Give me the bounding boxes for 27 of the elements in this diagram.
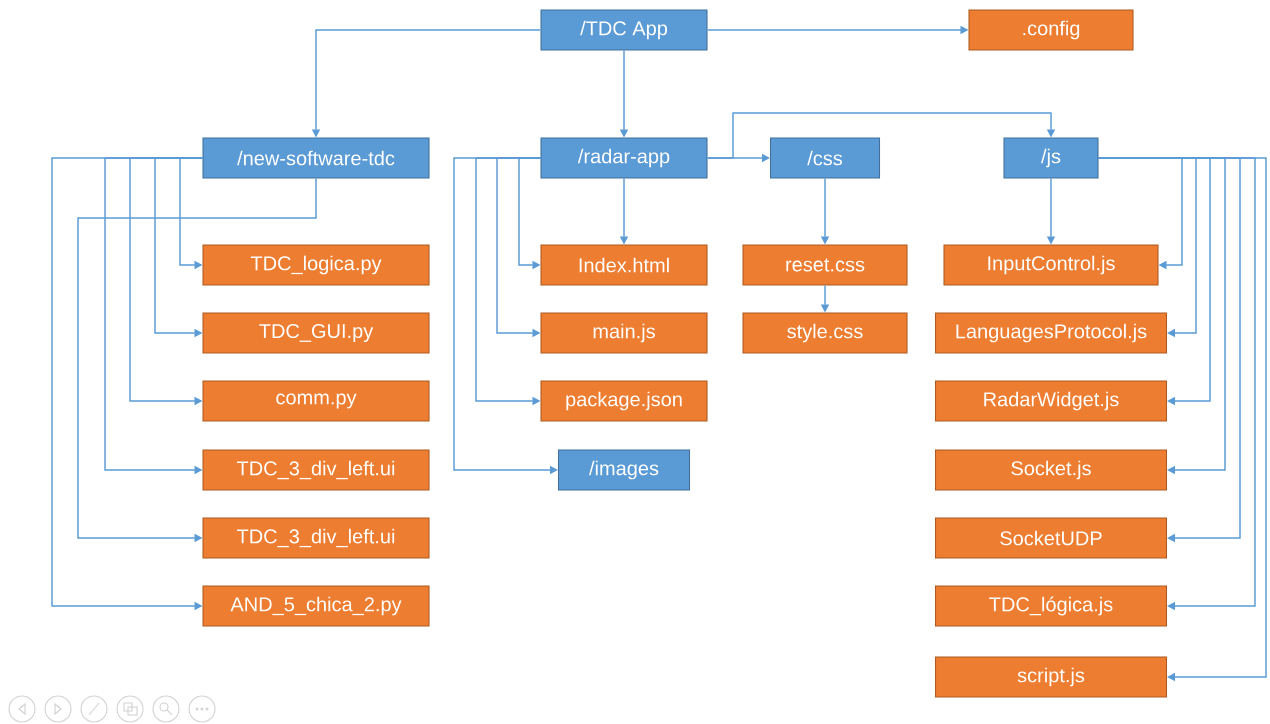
file-box: TDC_3_div_left.ui — [202, 517, 430, 559]
file-box: .config — [968, 9, 1134, 51]
arrow — [706, 112, 1056, 159]
file-box: LanguagesProtocol.js — [934, 312, 1168, 354]
file-box: TDC_lógica.js — [934, 585, 1168, 627]
file-box: SocketUDP — [934, 517, 1168, 559]
file-box: script.js — [934, 656, 1168, 698]
file-box: main.js — [540, 312, 708, 354]
file-box: AND_5_chica_2.py — [202, 585, 430, 627]
file-box: InputControl.js — [943, 244, 1159, 286]
folder-box: /images — [557, 449, 691, 491]
folder-box: /js — [1003, 137, 1099, 179]
file-box: Index.html — [540, 244, 708, 286]
file-box: comm.py — [202, 380, 430, 422]
file-box: reset.css — [742, 244, 908, 286]
file-box: TDC_GUI.py — [202, 312, 430, 354]
file-box: style.css — [742, 312, 908, 354]
folder-box: /radar-app — [540, 137, 708, 179]
folder-box: /TDC App — [540, 9, 708, 51]
file-box: package.json — [540, 380, 708, 422]
file-box: TDC_logica.py — [202, 244, 430, 286]
folder-box: /new-software-tdc — [202, 137, 430, 179]
arrow — [1097, 157, 1267, 682]
file-box: Socket.js — [934, 449, 1168, 491]
file-box: TDC_3_div_left.ui — [202, 449, 430, 491]
file-box: RadarWidget.js — [934, 380, 1168, 422]
folder-box: /css — [769, 137, 881, 179]
